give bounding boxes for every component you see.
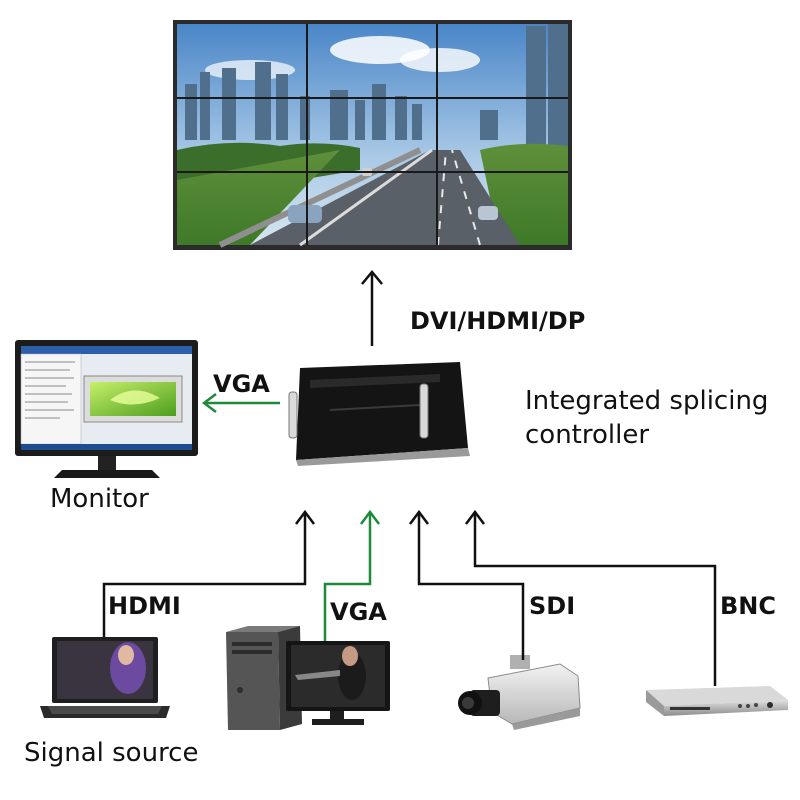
splicing-controller-icon (288, 362, 470, 466)
video-wall-icon (173, 20, 572, 250)
input-bnc-label: BNC (720, 592, 776, 620)
connector-hdmi (102, 509, 315, 637)
monitor-icon (15, 340, 198, 478)
desktop-pc-icon (226, 626, 390, 730)
controller-label-line2: controller (525, 420, 650, 450)
dvd-player-icon (646, 686, 788, 716)
controller-label-line1: Integrated splicing (525, 386, 769, 416)
connector-bnc (465, 509, 717, 686)
laptop-icon (40, 637, 170, 718)
controller-label: Integrated splicing controller (525, 384, 768, 452)
output-signal-label: DVI/HDMI/DP (410, 307, 586, 335)
connector-vga-pc (323, 509, 380, 641)
input-hdmi-label: HDMI (108, 592, 181, 620)
monitor-signal-label: VGA (213, 370, 270, 398)
cctv-camera-icon (458, 655, 581, 730)
input-sdi-label: SDI (529, 592, 576, 620)
connector-sdi (409, 509, 525, 660)
connector-vga-monitor (201, 393, 280, 413)
input-vga-label: VGA (330, 598, 387, 626)
connector-dvi-hdmi-dp (361, 270, 383, 346)
signal-source-label: Signal source (24, 738, 199, 768)
monitor-label: Monitor (50, 484, 149, 514)
